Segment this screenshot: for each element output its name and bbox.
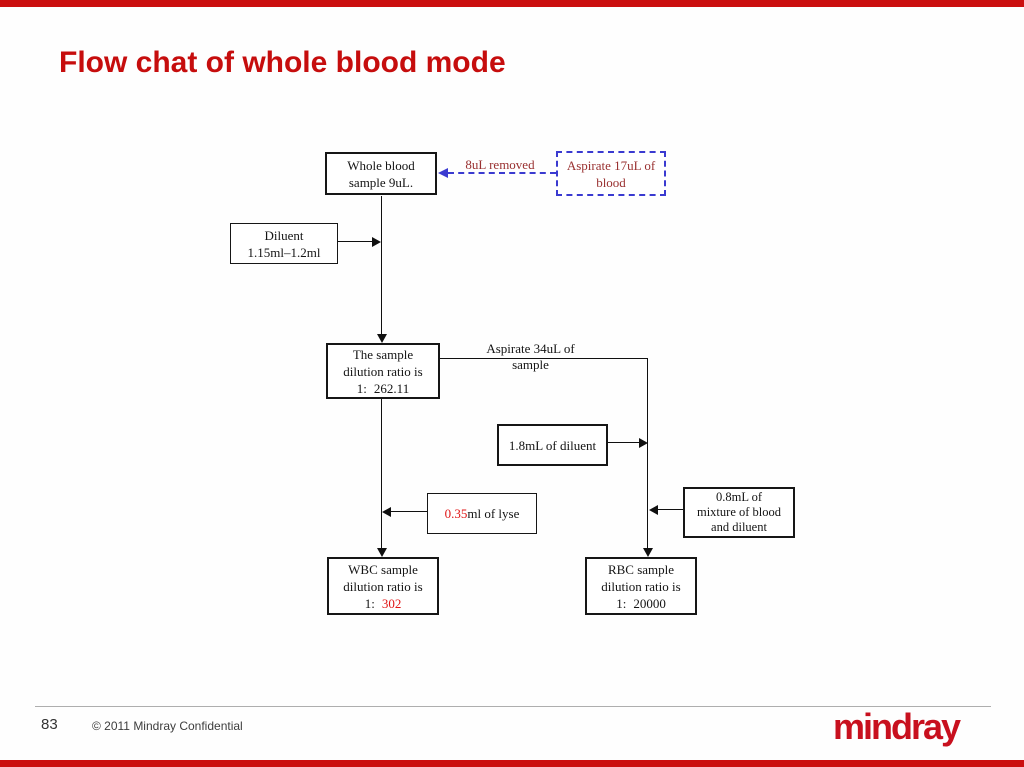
node-text: dilution ratio is	[343, 363, 423, 379]
arrowhead-left-icon	[382, 507, 391, 517]
connector-dilution-to-wbc	[381, 397, 382, 548]
node-text: Whole blood	[347, 157, 415, 173]
footer-divider	[35, 706, 991, 707]
ratio-value: 302	[381, 595, 402, 611]
node-text: sample 9uL.	[348, 174, 414, 190]
arrowhead-left-blue-icon	[438, 168, 448, 178]
arrowhead-left-icon	[649, 505, 658, 515]
label-line: Aspirate 34uL of	[486, 341, 575, 356]
node-aspirate-blood: Aspirate 17uL of blood	[556, 151, 666, 196]
node-text: 1.15ml–1.2ml	[247, 244, 321, 260]
node-text: Diluent	[264, 227, 304, 243]
node-whole-blood-sample: Whole blood sample 9uL.	[325, 152, 437, 195]
connector-branch-to-rbc	[647, 358, 648, 548]
connector-diluent18-arrow	[608, 442, 640, 443]
node-text: and diluent	[711, 520, 767, 534]
ratio-value: 262.11	[373, 380, 410, 396]
connector-lyse-arrow	[391, 511, 427, 512]
node-ratio: 1: 302	[329, 595, 437, 612]
ratio-value: 20000	[633, 595, 666, 611]
node-text: dilution ratio is	[601, 578, 681, 594]
ratio-prefix: 1:	[364, 595, 375, 611]
node-text: dilution ratio is	[343, 578, 423, 594]
node-ratio: 1: 262.11	[328, 380, 438, 397]
label-aspirate-34ul: Aspirate 34uL of sample	[468, 341, 593, 373]
label-line: sample	[512, 357, 549, 372]
node-lyse: 0.35ml of lyse	[427, 493, 537, 534]
node-diluent-1-8ml: 1.8mL of diluent	[497, 424, 608, 466]
connector-dashed-removed	[448, 172, 556, 174]
arrowhead-down-icon	[377, 548, 387, 557]
mindray-logo: mindray	[833, 706, 961, 747]
node-text: blood	[596, 174, 626, 190]
connector-dilution-to-right-branch	[438, 358, 648, 359]
bottom-red-bar	[0, 760, 1024, 767]
arrowhead-down-icon	[377, 334, 387, 343]
node-diluent: Diluent 1.15ml–1.2ml	[230, 223, 338, 264]
node-text: 0.35ml of lyse	[428, 505, 536, 522]
arrowhead-right-icon	[372, 237, 381, 247]
connector-mixture-arrow	[658, 509, 683, 510]
node-ratio: 1: 20000	[587, 595, 695, 612]
lyse-amount: 0.35	[444, 506, 468, 521]
node-wbc-dilution-ratio: WBC sample dilution ratio is 1: 302	[327, 557, 439, 615]
page-number: 83	[41, 716, 58, 733]
ratio-prefix: 1:	[356, 380, 367, 396]
arrowhead-down-icon	[643, 548, 653, 557]
arrowhead-right-icon	[639, 438, 648, 448]
node-text: The sample	[352, 346, 414, 362]
node-blood-diluent-mixture: 0.8mL of mixture of blood and diluent	[683, 487, 795, 538]
label-8ul-removed: 8uL removed	[465, 157, 535, 172]
node-text: RBC sample	[607, 561, 675, 577]
lyse-rest: ml of lyse	[467, 506, 520, 521]
slide-title: Flow chat of whole blood mode	[59, 46, 506, 79]
node-rbc-dilution-ratio: RBC sample dilution ratio is 1: 20000	[585, 557, 697, 615]
node-text: WBC sample	[348, 561, 418, 577]
copyright-text: © 2011 Mindray Confidential	[92, 719, 243, 733]
node-text: 0.8mL of	[715, 490, 763, 504]
node-text: mixture of blood	[696, 505, 781, 519]
node-text: Aspirate 17uL of	[566, 157, 656, 173]
top-red-bar	[0, 0, 1024, 7]
connector-wholeblood-to-dilution	[381, 196, 382, 334]
connector-diluent-arrow	[338, 241, 373, 242]
node-text: 1.8mL of diluent	[508, 437, 597, 453]
node-sample-dilution-ratio: The sample dilution ratio is 1: 262.11	[326, 343, 440, 399]
ratio-prefix: 1:	[616, 595, 627, 611]
